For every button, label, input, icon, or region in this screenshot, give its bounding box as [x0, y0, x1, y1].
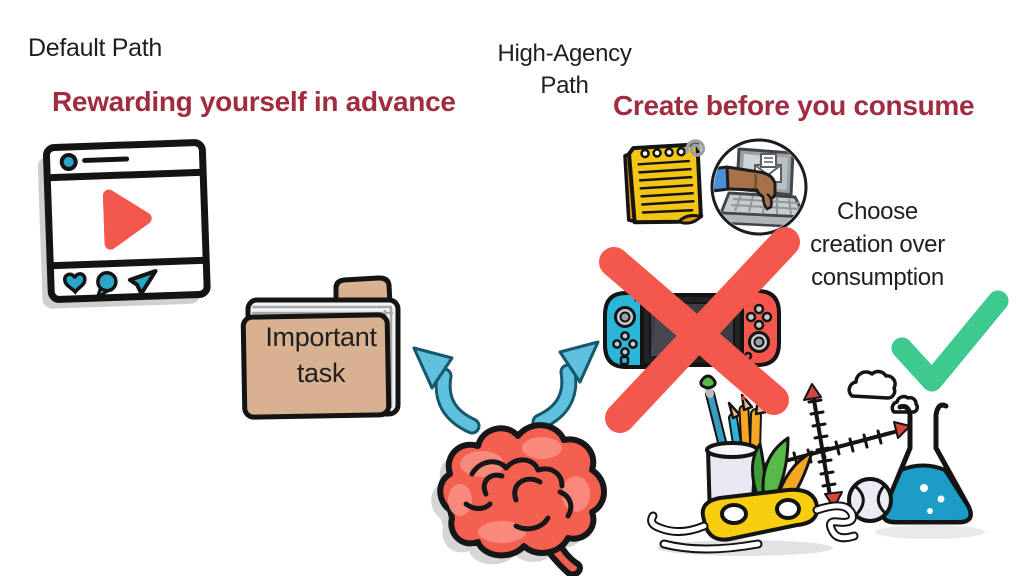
red-cross-mark: [599, 227, 800, 433]
folder-front: [240, 312, 392, 420]
play-icon: [102, 189, 152, 250]
green-check-mark: [891, 290, 1009, 392]
share-icon: [127, 269, 158, 296]
curved-arrow-right-icon: [531, 340, 600, 431]
notepad-icon: [623, 139, 706, 225]
reaching-hand: [725, 165, 777, 200]
video-post-icon: [37, 139, 211, 309]
important-task-folder-icon: [240, 275, 401, 420]
cloud-doodles-icon: [847, 369, 919, 414]
folder-tab: [333, 275, 393, 307]
choose-creation-note: Choose creation over consumption: [810, 198, 945, 292]
ribbon-icon: [647, 501, 859, 554]
default-path-title: Default Path: [28, 34, 162, 62]
avatar-icon: [59, 152, 78, 171]
high-agency-caption: Create before you consume: [613, 90, 975, 121]
default-path-caption: Rewarding yourself in advance: [52, 86, 456, 117]
laptop-hand-icon: [710, 138, 808, 236]
paintbrush-icon: [699, 374, 717, 390]
heart-icon: [63, 272, 87, 295]
mask-icon: [700, 487, 820, 542]
folder-label: Important task: [265, 322, 377, 388]
creative-tools-icon: [647, 369, 985, 556]
brain-icon: [431, 422, 607, 576]
paperclip-icon: [685, 139, 706, 157]
curved-arrow-left-icon: [412, 346, 481, 435]
ball-icon: [847, 477, 893, 523]
high-agency-title: High-Agency Path: [497, 40, 632, 100]
